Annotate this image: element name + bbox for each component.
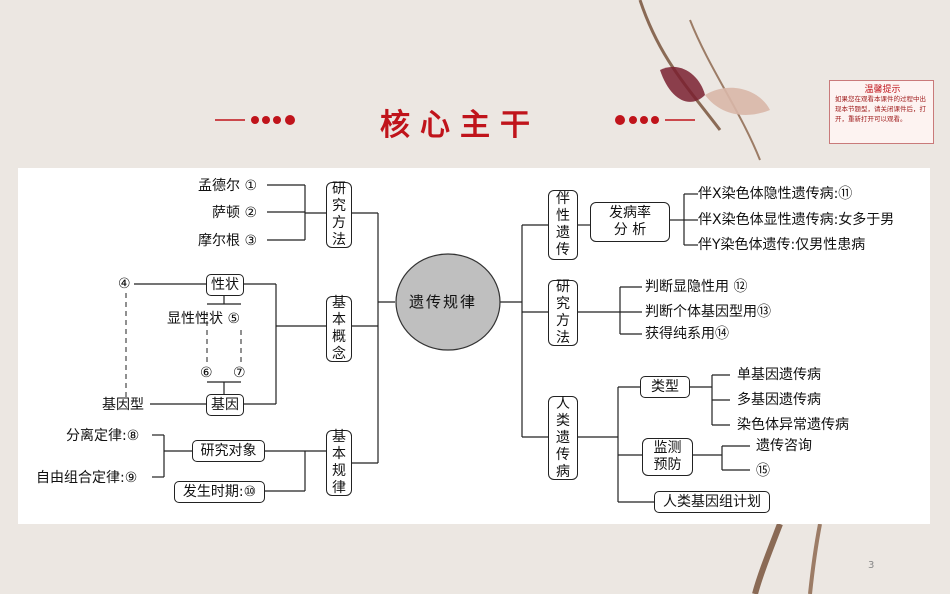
center-label: 遗传规律 [409,293,478,311]
item-segregation-law: 分离定律:⑧ [66,428,140,444]
blank-7: ⑦ [233,365,246,381]
title-ornament [215,115,695,125]
item-mendel: 孟德尔 ① [198,178,258,194]
branch-basic-laws: 基 本 规 律 [326,429,352,496]
branch-research-method-right: 研 究 方 法 [548,279,578,346]
item-free-combination-law: 自由组合定律:⑨ [36,470,138,486]
item-judge-dominance: 判断显隐性用 ⑫ [645,279,748,295]
tip-text: 如果您在观看本课件的过程中出现本节题型，请关闭课件后，打开，重新打开可以观看。 [835,95,926,123]
node-monitor-prevent: 监测 预防 [642,438,693,476]
item-multi-gene: 多基因遗传病 [737,392,821,408]
item-sutton: 萨顿 ② [212,205,258,221]
item-xlinked-dominant: 伴X染色体显性遗传病:女多于男 [698,212,895,228]
blank-15: ⑮ [756,463,770,479]
page-number: 3 [868,560,875,571]
blank-4: ④ [118,276,131,292]
item-pure-line: 获得纯系用⑭ [645,326,729,342]
node-human-genome-project: 人类基因组计划 [654,491,770,513]
node-incidence-analysis: 发病率 分 析 [590,202,670,242]
branch-research-method-left: 研 究 方 法 [326,181,352,248]
item-judge-genotype: 判断个体基因型用⑬ [645,304,771,320]
branch-human-disease: 人 类 遗 传 病 [548,396,578,480]
node-genotype: 基因型 [102,397,144,413]
node-occurrence-period: 发生时期:⑩ [174,481,265,503]
branch-basic-concepts: 基 本 概 念 [326,295,352,362]
node-disease-type: 类型 [640,376,690,398]
node-gene: 基因 [206,394,244,416]
tip-title: 温馨提示 [864,85,901,95]
node-research-object: 研究对象 [192,440,265,462]
center-node [395,253,501,351]
item-morgan: 摩尔根 ③ [198,233,258,249]
item-genetic-counseling: 遗传咨询 [756,438,812,454]
node-dominant-trait: 显性性状 ⑤ [167,311,241,327]
branch-sex-linked: 伴 性 遗 传 [548,190,578,260]
tip-box: 温馨提示 如果您在观看本课件的过程中出现本节题型，请关闭课件后，打开，重新打开可… [829,80,934,144]
item-chromosome: 染色体异常遗传病 [737,417,849,433]
node-trait: 性状 [206,274,244,296]
mindmap-panel [18,168,930,524]
page-title: 核心主干 [380,108,540,143]
blank-6: ⑥ [200,365,213,381]
item-ylinked: 伴Y染色体遗传:仅男性患病 [698,237,866,253]
item-xlinked-recessive: 伴X染色体隐性遗传病:⑪ [698,186,853,202]
item-single-gene: 单基因遗传病 [737,367,821,383]
